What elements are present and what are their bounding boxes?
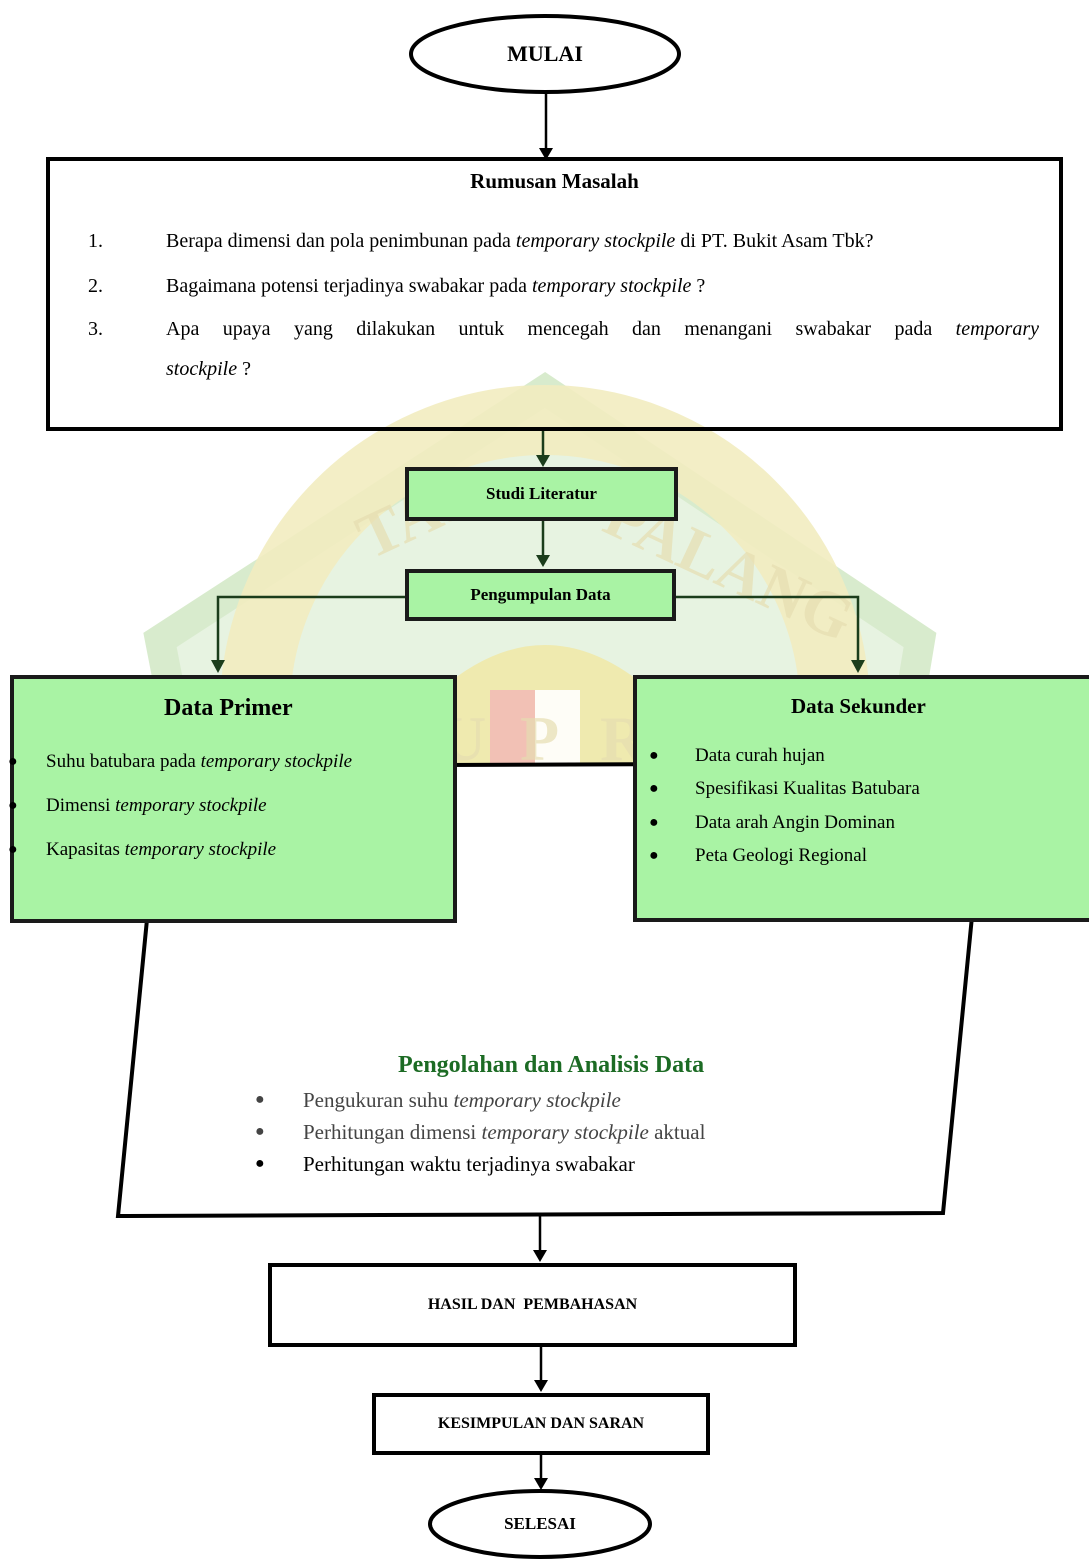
- secondary-data-box: Data Sekunder ● Data curah hujan ● Spesi…: [633, 675, 1089, 922]
- analysis-title: Pengolahan dan Analisis Data: [398, 1052, 705, 1078]
- problem-item-text: Bagaimana potensi terjadinya swabakar pa…: [166, 275, 706, 297]
- start-label: MULAI: [507, 41, 583, 66]
- primary-item-text: Kapasitas temporary stockpile: [46, 839, 277, 860]
- problem-item-text: Apa upaya yang dilakukan untuk mencegah …: [166, 318, 1039, 340]
- data-collection-label: Pengumpulan Data: [470, 585, 611, 604]
- end-label: SELESAI: [504, 1514, 576, 1533]
- conclusion-label: KESIMPULAN DAN SARAN: [437, 1415, 645, 1432]
- problem-item-number: 2.: [88, 275, 103, 297]
- start-ellipse: [409, 14, 681, 94]
- bullet-icon: ●: [649, 814, 659, 831]
- analysis-item-text: Pengukuran suhu temporary stockpile: [303, 1088, 621, 1112]
- primary-data-box: Data Primer ● Suhu batubara pada tempora…: [8, 675, 457, 923]
- results-box: HASIL DAN PEMBAHASAN: [268, 1263, 797, 1347]
- primary-item-text: Dimensi temporary stockpile: [46, 795, 267, 816]
- literature-study-box: Studi Literatur: [405, 467, 678, 521]
- secondary-item-text: Spesifikasi Kualitas Batubara: [695, 778, 920, 799]
- bullet-icon: ●: [255, 1123, 265, 1140]
- problem-item-text: Berapa dimensi dan pola penimbunan pada …: [166, 230, 874, 252]
- bullet-icon: ●: [8, 753, 18, 770]
- problem-statement-title: Rumusan Masalah: [470, 169, 639, 193]
- end-terminal: SELESAI: [430, 1491, 650, 1557]
- conclusion-box: KESIMPULAN DAN SARAN: [372, 1393, 710, 1455]
- literature-study-label: Studi Literatur: [486, 484, 597, 503]
- arrow-collection-to-secondary: [676, 595, 860, 665]
- bullet-icon: ●: [649, 747, 659, 764]
- problem-item-number: 3.: [88, 318, 103, 340]
- start-terminal: MULAI: [411, 16, 679, 92]
- secondary-data-title: Data Sekunder: [791, 694, 926, 718]
- primary-data-title: Data Primer: [164, 695, 293, 721]
- analysis-item-text: Perhitungan waktu terjadinya swabakar: [303, 1152, 635, 1176]
- svg-text:P: P: [520, 703, 559, 774]
- problem-item-text-cont: stockpile ?: [166, 358, 251, 380]
- problem-item-number: 1.: [88, 230, 103, 252]
- bullet-icon: ●: [255, 1091, 265, 1108]
- problem-item-3: 3. Apa upaya yang dilakukan untuk menceg…: [88, 312, 1039, 392]
- primary-item-text: Suhu batubara pada temporary stockpile: [46, 751, 353, 772]
- end-ellipse: [428, 1489, 652, 1559]
- bullet-icon: ●: [255, 1155, 265, 1172]
- bullet-icon: ●: [8, 797, 18, 814]
- arrow-collection-to-primary: [216, 595, 405, 665]
- bullet-icon: ●: [8, 841, 18, 858]
- bullet-icon: ●: [649, 847, 659, 864]
- secondary-item-text: Data arah Angin Dominan: [695, 812, 895, 833]
- data-collection-box: Pengumpulan Data: [405, 569, 676, 621]
- secondary-item-text: Data curah hujan: [695, 745, 825, 766]
- problem-item-1: 1. Berapa dimensi dan pola penimbunan pa…: [88, 224, 1039, 259]
- problem-item-2: 2. Bagaimana potensi terjadinya swabakar…: [88, 269, 1039, 304]
- problem-statement-box: Rumusan Masalah 1. Berapa dimensi dan po…: [46, 157, 1063, 431]
- secondary-item-text: Peta Geologi Regional: [695, 845, 868, 866]
- analysis-item-text: Perhitungan dimensi temporary stockpile …: [303, 1120, 706, 1144]
- results-label: HASIL DAN PEMBAHASAN: [427, 1296, 638, 1313]
- bullet-icon: ●: [649, 780, 659, 797]
